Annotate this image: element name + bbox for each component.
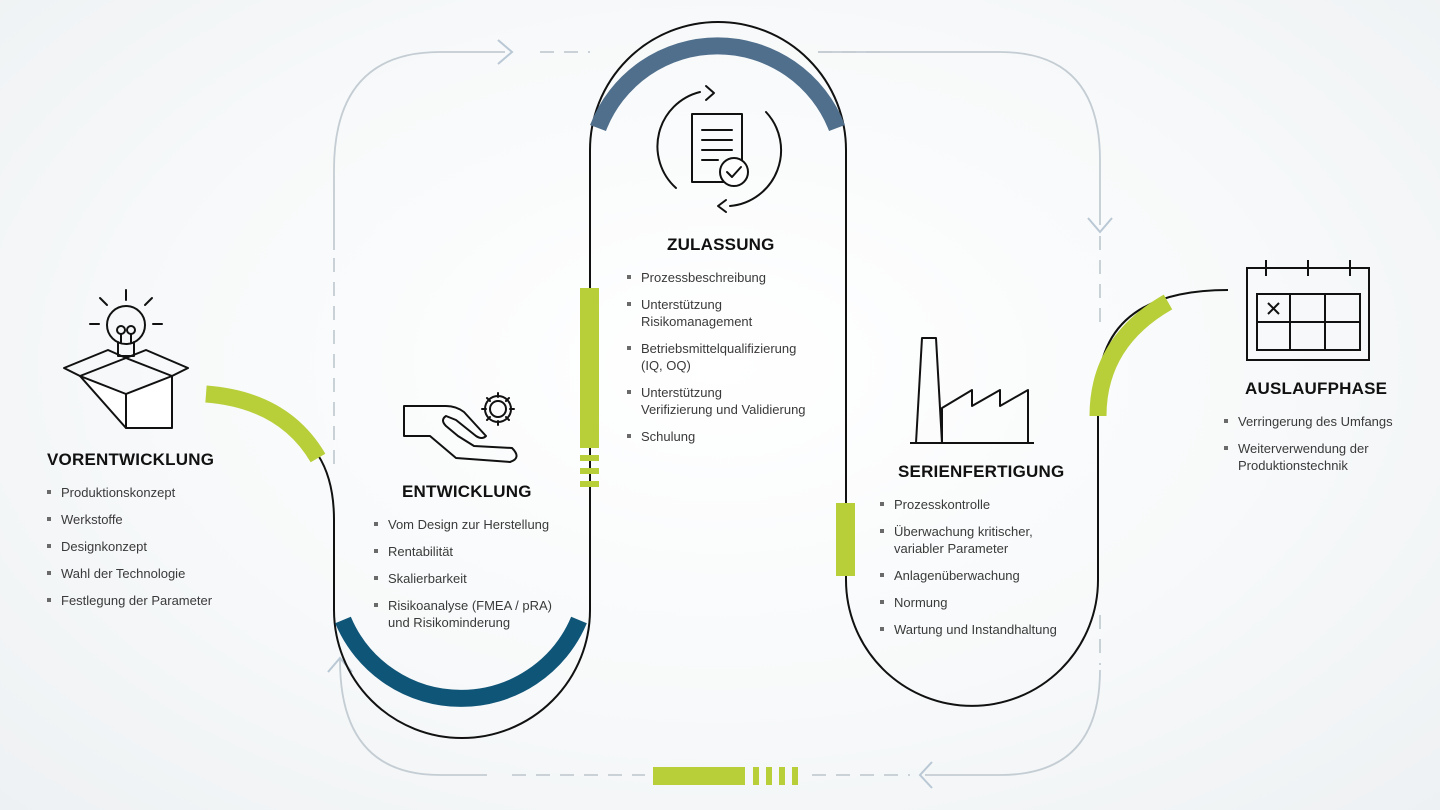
hand-gear-icon (403, 392, 518, 463)
list-item-line: Risikomanagement (641, 314, 753, 329)
zulassung-progress (580, 288, 599, 487)
list-item: Prozesskontrolle (880, 496, 1080, 513)
list-item-line: Verringerung des Umfangs (1238, 414, 1393, 429)
arc-zulassung (590, 37, 845, 132)
loop-dashes (333, 51, 1101, 776)
list-item: Rentabilität (374, 543, 574, 560)
list-item-line: Unterstützung (641, 385, 722, 400)
arc-vorentwicklung (205, 385, 326, 463)
list-item: Skalierbarkeit (374, 570, 574, 587)
list-item-line: variabler Parameter (894, 541, 1009, 556)
document-check-cycle-icon (656, 85, 783, 213)
bottom-progress-bar (653, 767, 798, 785)
loop-bottom-right-curve (925, 669, 1101, 776)
list-item-line: Unterstützung (641, 297, 722, 312)
calendar-icon (1246, 260, 1370, 361)
factory-icon (910, 337, 1034, 444)
list-item: Betriebsmittelqualifizierung (IQ, OQ) (627, 340, 827, 374)
list-item: Normung (880, 594, 1080, 611)
list-item: Werkstoffe (47, 511, 237, 528)
list-item: Anlagenüberwachung (880, 567, 1080, 584)
list-item-line: Prozessbeschreibung (641, 270, 767, 285)
list-item-line: Designkonzept (61, 539, 147, 554)
arrowhead-right (1087, 217, 1113, 234)
arrowhead-top (497, 39, 514, 65)
list-item: Schulung (627, 428, 827, 445)
lightbulb-box-icon (63, 289, 189, 429)
phase-title: AUSLAUFPHASE (1245, 379, 1388, 398)
list-item-line: (IQ, OQ) (641, 358, 691, 373)
list-item-line: Rentabilität (388, 544, 454, 559)
list-item: Festlegung der Parameter (47, 592, 237, 609)
list-item: Wahl der Technologie (47, 565, 237, 582)
process-line (317, 21, 1229, 739)
list-item-line: Skalierbarkeit (388, 571, 467, 586)
list-item-line: und Risikominderung (388, 615, 511, 630)
phase-title: ENTWICKLUNG (402, 482, 532, 501)
arrowhead-bottom (918, 761, 933, 789)
list-item-line: Wahl der Technologie (61, 566, 186, 581)
list-item-line: Risikoanalyse (FMEA / pRA) (388, 598, 552, 613)
list-item-line: Schulung (641, 429, 696, 444)
loop-top-right-curve (818, 51, 1101, 225)
list-item-line: Normung (894, 595, 948, 610)
list-item-line: Vom Design zur Herstellung (388, 517, 550, 532)
list-item-line: Produktionstechnik (1238, 458, 1348, 473)
phase-title: SERIENFERTIGUNG (898, 462, 1065, 481)
list-item-line: Überwachung kritischer, (894, 524, 1033, 539)
list-item: Überwachung kritischer, variabler Paramet… (880, 523, 1080, 557)
list-item-line: Anlagenüberwachung (894, 568, 1020, 583)
phase-title: ZULASSUNG (667, 235, 775, 254)
list-item-line: Verifizierung und Validierung (641, 402, 806, 417)
list-item-line: Weiterverwendung der (1238, 441, 1369, 456)
phase-title: VORENTWICKLUNG (47, 450, 215, 469)
list-item: Wartung und Instandhaltung (880, 621, 1080, 638)
serienfertigung-progress (836, 503, 855, 576)
list-item-line: Werkstoffe (61, 512, 123, 527)
list-item: Produktionskonzept (47, 484, 237, 501)
arc-auslaufphase (1089, 294, 1173, 417)
list-item: Vom Design zur Herstellung (374, 516, 574, 533)
list-item: Prozessbeschreibung (627, 269, 827, 286)
loop-bottom-left-curve (339, 659, 487, 776)
list-item: Designkonzept (47, 538, 237, 555)
loop-top-left-curve (333, 51, 505, 250)
list-item-line: Prozesskontrolle (894, 497, 991, 512)
feedback-loop (327, 39, 1113, 789)
list-item-line: Betriebsmittelqualifizierung (641, 341, 797, 356)
list-item: Risikoanalyse (FMEA / pRA) und Risikomind… (374, 597, 574, 631)
list-item-line: Produktionskonzept (61, 485, 176, 500)
list-item-line: Festlegung der Parameter (61, 593, 213, 608)
list-item-line: Wartung und Instandhaltung (894, 622, 1057, 637)
arc-entwicklung (335, 616, 587, 707)
list-item: Verringerung des Umfangs (1224, 413, 1414, 430)
